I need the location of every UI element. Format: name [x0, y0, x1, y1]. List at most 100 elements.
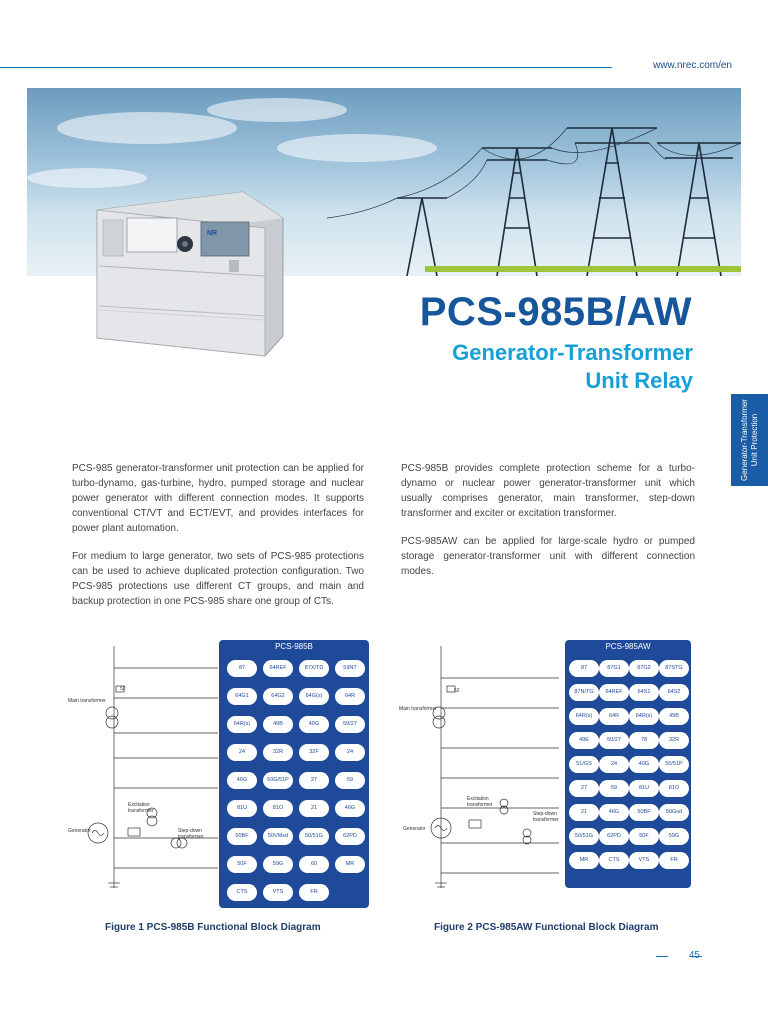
figure1-function-pill: 49B	[263, 716, 293, 733]
figure2-function-pill: 24	[599, 756, 629, 773]
figure1-function-pill: 64R	[335, 688, 365, 705]
figure2-function-pill: VTS	[629, 852, 659, 869]
fig1-panel-title: PCS-985B	[275, 642, 313, 651]
figure2-function-pill: CTS	[599, 852, 629, 869]
figure1-function-pill: 59G	[263, 856, 293, 873]
figure2-function-pill: 62PD	[599, 828, 629, 845]
figure2-function-pill: 27	[569, 780, 599, 797]
figure2-function-pill: 51/GS	[569, 756, 599, 773]
figure1-function-pill: 24	[227, 744, 257, 761]
figure1-function-pill: 81U	[227, 800, 257, 817]
fig2-generator-label: Generator	[403, 826, 426, 832]
figure2-function-pill: 64S1	[629, 684, 659, 701]
figure2-function-pill: 64REF	[599, 684, 629, 701]
subtitle-line-1: Generator-Transformer	[452, 340, 693, 365]
figure1-function-pill: 40G	[299, 716, 329, 733]
page-title: PCS-985B/AW	[419, 290, 692, 334]
figure1-function-pill: 62PD	[335, 828, 365, 845]
figure2-function-pill: 50F	[629, 828, 659, 845]
fig1-function-panel: PCS-985B 87 64REF 87X/TD 59NT 64G1 64G2 64G(s)…	[219, 640, 369, 908]
header-rule	[0, 67, 612, 68]
figure1-function-pill: 87	[227, 660, 257, 677]
figure1-function-pill: 50/51G	[299, 828, 329, 845]
figure-1-caption: Figure 1 PCS-985B Functional Block Diagr…	[105, 922, 321, 933]
figure1-function-pill: 59NT	[335, 660, 365, 677]
figure1-function-pill: 87X/TD	[299, 660, 329, 677]
figure1-function-pill: VTS	[263, 884, 293, 901]
subtitle-line-2: Unit Relay	[585, 368, 693, 393]
side-tab-line-1: Generator-Transformer	[739, 399, 749, 481]
left-paragraph-1: PCS-985 generator-transformer unit prote…	[72, 463, 364, 534]
figure2-function-pill: 50BF	[629, 804, 659, 821]
figure1-function-pill: 64G1	[227, 688, 257, 705]
figure1-function-pill: 64G(s)	[299, 688, 329, 705]
device-logo: NR	[207, 230, 217, 237]
transmission-towers-illustration	[27, 98, 741, 276]
relay-device-image: NR	[93, 188, 291, 358]
figure2-function-pill: 49B	[659, 708, 689, 725]
fig2-panel-title: PCS-985AW	[605, 642, 651, 651]
figure1-function-pill: 50F	[227, 856, 257, 873]
website-url[interactable]: www.nrec.com/en	[653, 60, 732, 71]
figure-2-caption: Figure 2 PCS-985AW Functional Block Diag…	[434, 922, 659, 933]
figure2-function-pill: 59	[599, 780, 629, 797]
figure1-function-pill: 46G	[227, 772, 257, 789]
hero-accent-bar	[425, 266, 741, 272]
right-text-column: PCS-985B provides complete protection sc…	[401, 461, 695, 592]
figure2-function-pill: FR	[659, 852, 689, 869]
side-tab-line-2: Unit Protection	[749, 413, 759, 467]
figure1-function-pill: FR	[299, 884, 329, 901]
figure2-function-pill: 50/27	[599, 732, 629, 749]
figure1-function-pill: 64R(s)	[227, 716, 257, 733]
figure2-function-pill: 46G	[599, 804, 629, 821]
fig1-stepdown-label: Step-down transformer	[178, 828, 204, 840]
figure2-function-pill: 87N/TG	[569, 684, 599, 701]
figure2-function-pill: 64R(s)	[569, 708, 599, 725]
figure2-function-pill: 87	[569, 660, 599, 677]
figure1-function-pill: 50VMsd	[263, 828, 293, 845]
figure2-function-pill: 32R	[659, 732, 689, 749]
left-text-column: PCS-985 generator-transformer unit prote…	[72, 461, 364, 622]
figure-2-diagram: Main transformer 52 Excitation transform…	[399, 638, 699, 913]
single-line-diagram-1	[87, 646, 218, 888]
figure1-function-pill: 50G/51P	[263, 772, 293, 789]
figure2-function-pill: 64S2	[659, 684, 689, 701]
section-side-tab[interactable]: Generator-Transformer Unit Protection	[731, 394, 768, 486]
figure1-function-pill: 59	[335, 772, 365, 789]
left-paragraph-2: For medium to large generator, two sets …	[72, 551, 364, 607]
page-number: 45	[689, 950, 700, 961]
fig1-excitation-label: Excitation transformer	[128, 802, 154, 814]
fig2-stepdown-label: Step-down transformer	[533, 811, 559, 823]
figure2-function-pill: 49E	[569, 732, 599, 749]
figure2-function-pill: 87G1	[599, 660, 629, 677]
figure1-function-pill: 46G	[335, 800, 365, 817]
page-number-dash-left	[656, 956, 668, 957]
figure1-function-pill: 64G2	[263, 688, 293, 705]
right-paragraph-1: PCS-985B provides complete protection sc…	[401, 463, 695, 519]
figure2-function-pill: 64R	[599, 708, 629, 725]
figure2-function-pill: 81O	[659, 780, 689, 797]
figure1-function-pill: 81O	[263, 800, 293, 817]
figure2-function-pill: 50/51P	[659, 756, 689, 773]
figure2-function-pill: 40G	[629, 756, 659, 773]
figure1-function-pill: 60	[299, 856, 329, 873]
figure1-function-pill: 32R	[263, 744, 293, 761]
figure1-function-pill: 59/27	[335, 716, 365, 733]
figure2-function-pill: 50/51G	[569, 828, 599, 845]
figure1-function-pill: 27	[299, 772, 329, 789]
figure1-function-pill: 32F	[299, 744, 329, 761]
page-number-dash-right	[690, 956, 702, 957]
figure1-function-pill: CTS	[227, 884, 257, 901]
fig2-main-transformer-label: Main transformer	[399, 706, 437, 712]
figure1-function-pill: 64REF	[263, 660, 293, 677]
figure2-function-pill: 59G	[659, 828, 689, 845]
figure2-function-pill: 78	[629, 732, 659, 749]
fig2-excitation-label: Excitation transformer	[467, 796, 493, 808]
fig2-breaker-label: 52	[454, 688, 460, 694]
figure2-function-pill: MR	[569, 852, 599, 869]
fig1-main-transformer-label: Main transformer	[68, 698, 106, 704]
single-line-diagram-2	[430, 646, 559, 888]
figure2-function-pill: 81U	[629, 780, 659, 797]
figure1-function-pill: 24	[335, 744, 365, 761]
